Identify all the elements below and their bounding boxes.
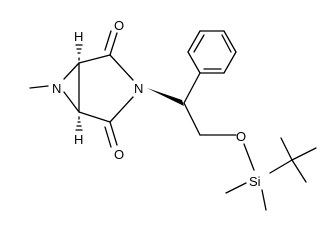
bond-c2-n3 [109,54,134,81]
phenyl-ring [187,30,237,74]
bond-c5-c4 [78,111,111,123]
wedge-bond-n-ch [147,88,184,106]
molecule-structure: N N O O O Si H H [29,18,317,211]
bond-n-c1 [63,62,80,80]
bond-si-me2 [261,189,267,211]
hash-bond-c1-h [75,44,83,61]
bond-tbu-me3 [291,159,307,183]
bond-si-c [269,159,293,174]
atom-h-top: H [74,29,83,44]
atom-h-bottom: H [74,132,83,147]
atom-ether-o: O [236,129,246,144]
hash-bond-c5-h [75,116,83,131]
atom-aziridine-n: N [52,81,61,96]
bond-tbu-me2 [291,147,317,161]
bond-tbu-me1 [280,137,293,161]
bond-c4-o-b [104,126,112,148]
bond-methyl-n [29,85,49,89]
bond-si-me1 [225,182,247,194]
bond-ch-ch2 [183,102,201,136]
atom-carbonyl-o-top: O [114,18,124,33]
molecule-canvas: N N O O O Si H H [29,18,317,211]
atom-imide-n: N [134,81,143,96]
bond-o-si [243,143,255,171]
bond-n-c5 [63,91,80,113]
atom-carbonyl-o-bottom: O [114,147,124,162]
bond-c1-c2 [78,54,111,64]
bond-c4-n3 [109,96,134,123]
bond-c4-o-a [109,121,118,146]
bond-ch-phenyl [183,72,201,104]
atom-silicon: Si [249,174,261,189]
bond-c2-o-b [104,30,112,51]
bond-c2-o-a [109,32,118,56]
